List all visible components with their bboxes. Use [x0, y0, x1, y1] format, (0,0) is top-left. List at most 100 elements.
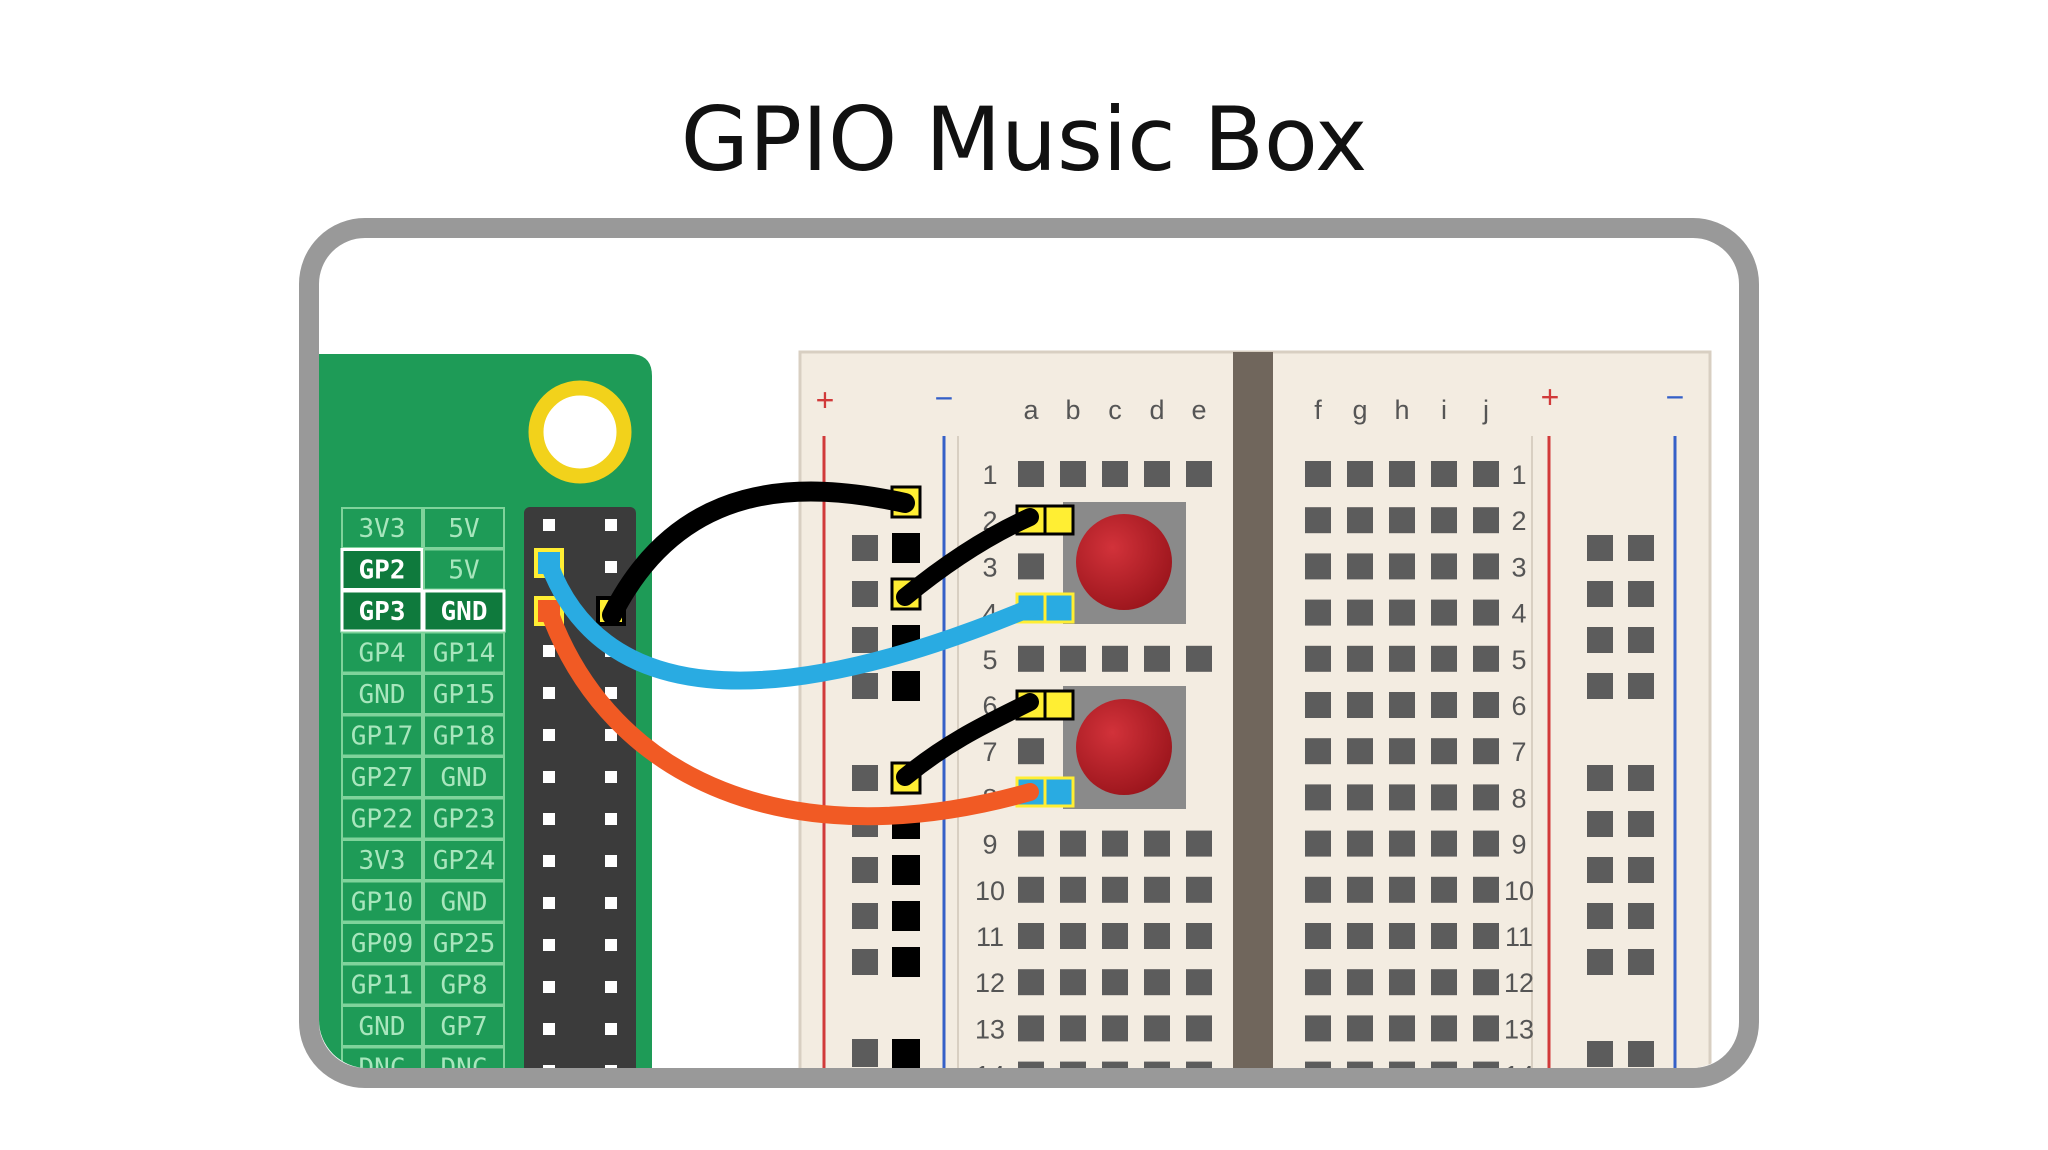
center-channel	[1233, 352, 1273, 1068]
pin-cell	[341, 756, 423, 798]
pin-label: GP3	[359, 597, 406, 627]
rail-hole	[1628, 535, 1654, 561]
row-number-right: 11	[1505, 922, 1533, 952]
row-number-right: 10	[1504, 876, 1534, 906]
header-pin	[605, 729, 617, 741]
hole	[1473, 1061, 1499, 1068]
hole	[1060, 969, 1086, 996]
pin-label: GP4	[359, 639, 406, 669]
pin-cell	[423, 1046, 505, 1068]
hole	[1018, 1015, 1044, 1042]
hole	[1144, 1061, 1170, 1068]
column-label: f	[1314, 395, 1322, 425]
pin-cell	[341, 673, 423, 715]
hole	[1389, 461, 1415, 487]
hole	[1389, 784, 1415, 811]
hole	[1060, 1015, 1086, 1042]
hole	[1305, 1015, 1331, 1042]
hole	[1473, 553, 1499, 580]
pin-cell	[423, 631, 505, 674]
pin-cell	[423, 507, 505, 549]
header-pin	[605, 939, 617, 951]
pin-label: GND	[359, 680, 406, 710]
pin-cell	[341, 880, 423, 923]
row-number-left: 5	[982, 645, 997, 675]
hole	[1389, 645, 1415, 672]
rail-hole	[1587, 673, 1613, 699]
pin-label: GP22	[351, 805, 414, 835]
rail-plus-right: +	[1541, 379, 1560, 415]
row-number-left: 12	[975, 968, 1005, 998]
pin-cell	[422, 589, 506, 633]
hole	[1431, 692, 1457, 718]
row-number-left: 3	[982, 552, 997, 582]
hole	[1018, 461, 1044, 487]
row-number-right: 2	[1511, 506, 1526, 536]
hole	[1431, 553, 1457, 580]
hole	[1347, 784, 1373, 811]
hole	[1347, 876, 1373, 903]
hole	[1347, 599, 1373, 626]
header-pin	[543, 687, 555, 699]
pin-cell	[423, 797, 505, 840]
wire-blue-gp2	[540, 555, 1039, 690]
row-number-right: 4	[1511, 599, 1526, 629]
hole	[1305, 692, 1331, 718]
hole	[1473, 923, 1499, 949]
hole	[1389, 876, 1415, 903]
pin-label: GP24	[433, 846, 496, 876]
header-pin	[605, 687, 617, 699]
hole	[1389, 692, 1415, 718]
header-pin	[543, 519, 555, 531]
rail-hole	[852, 857, 878, 883]
header-pin	[543, 729, 555, 741]
connection-hole	[1043, 776, 1075, 808]
header-pin	[605, 897, 617, 909]
pin-cell	[341, 839, 423, 881]
header-pin	[543, 939, 555, 951]
pin-label: GP09	[351, 929, 414, 959]
pin-label: GND	[441, 888, 488, 918]
row-number-right: 6	[1511, 691, 1526, 721]
hole	[1473, 461, 1499, 487]
hole	[1389, 1061, 1415, 1068]
rail-hole	[852, 949, 878, 975]
rail-hole	[1628, 903, 1654, 929]
rail-hole	[852, 903, 878, 929]
hole	[1389, 553, 1415, 580]
column-label: b	[1065, 395, 1080, 425]
gnd-rail-hole	[892, 533, 920, 563]
hole	[1305, 969, 1331, 996]
hole	[1473, 969, 1499, 996]
rail-hole	[1628, 1041, 1654, 1067]
hole	[1473, 1015, 1499, 1042]
hole	[1305, 784, 1331, 811]
hole	[1186, 969, 1212, 996]
header-pin	[543, 855, 555, 867]
hole	[1102, 461, 1128, 487]
hole	[1431, 969, 1457, 996]
hole	[1144, 876, 1170, 903]
rail-hole	[852, 765, 878, 791]
hole	[1018, 645, 1044, 672]
row-number-left: 14	[975, 1061, 1005, 1091]
gnd-rail-hole	[892, 671, 920, 701]
hole	[1186, 1061, 1212, 1068]
hole	[1473, 830, 1499, 857]
hole	[1018, 830, 1044, 857]
row-number-right: 5	[1511, 645, 1526, 675]
push-button-1	[1063, 502, 1186, 624]
pin-label: 3V3	[359, 846, 406, 876]
pin-label: GP23	[433, 805, 496, 835]
rail-hole	[852, 673, 878, 699]
column-label: d	[1149, 395, 1164, 425]
hole	[1305, 738, 1331, 765]
hole	[1473, 645, 1499, 672]
hole	[1473, 599, 1499, 626]
row-number-right: 3	[1511, 552, 1526, 582]
row-number-right: 1	[1511, 460, 1526, 490]
pin-label: GND	[441, 597, 488, 627]
pin-cell	[423, 714, 505, 757]
